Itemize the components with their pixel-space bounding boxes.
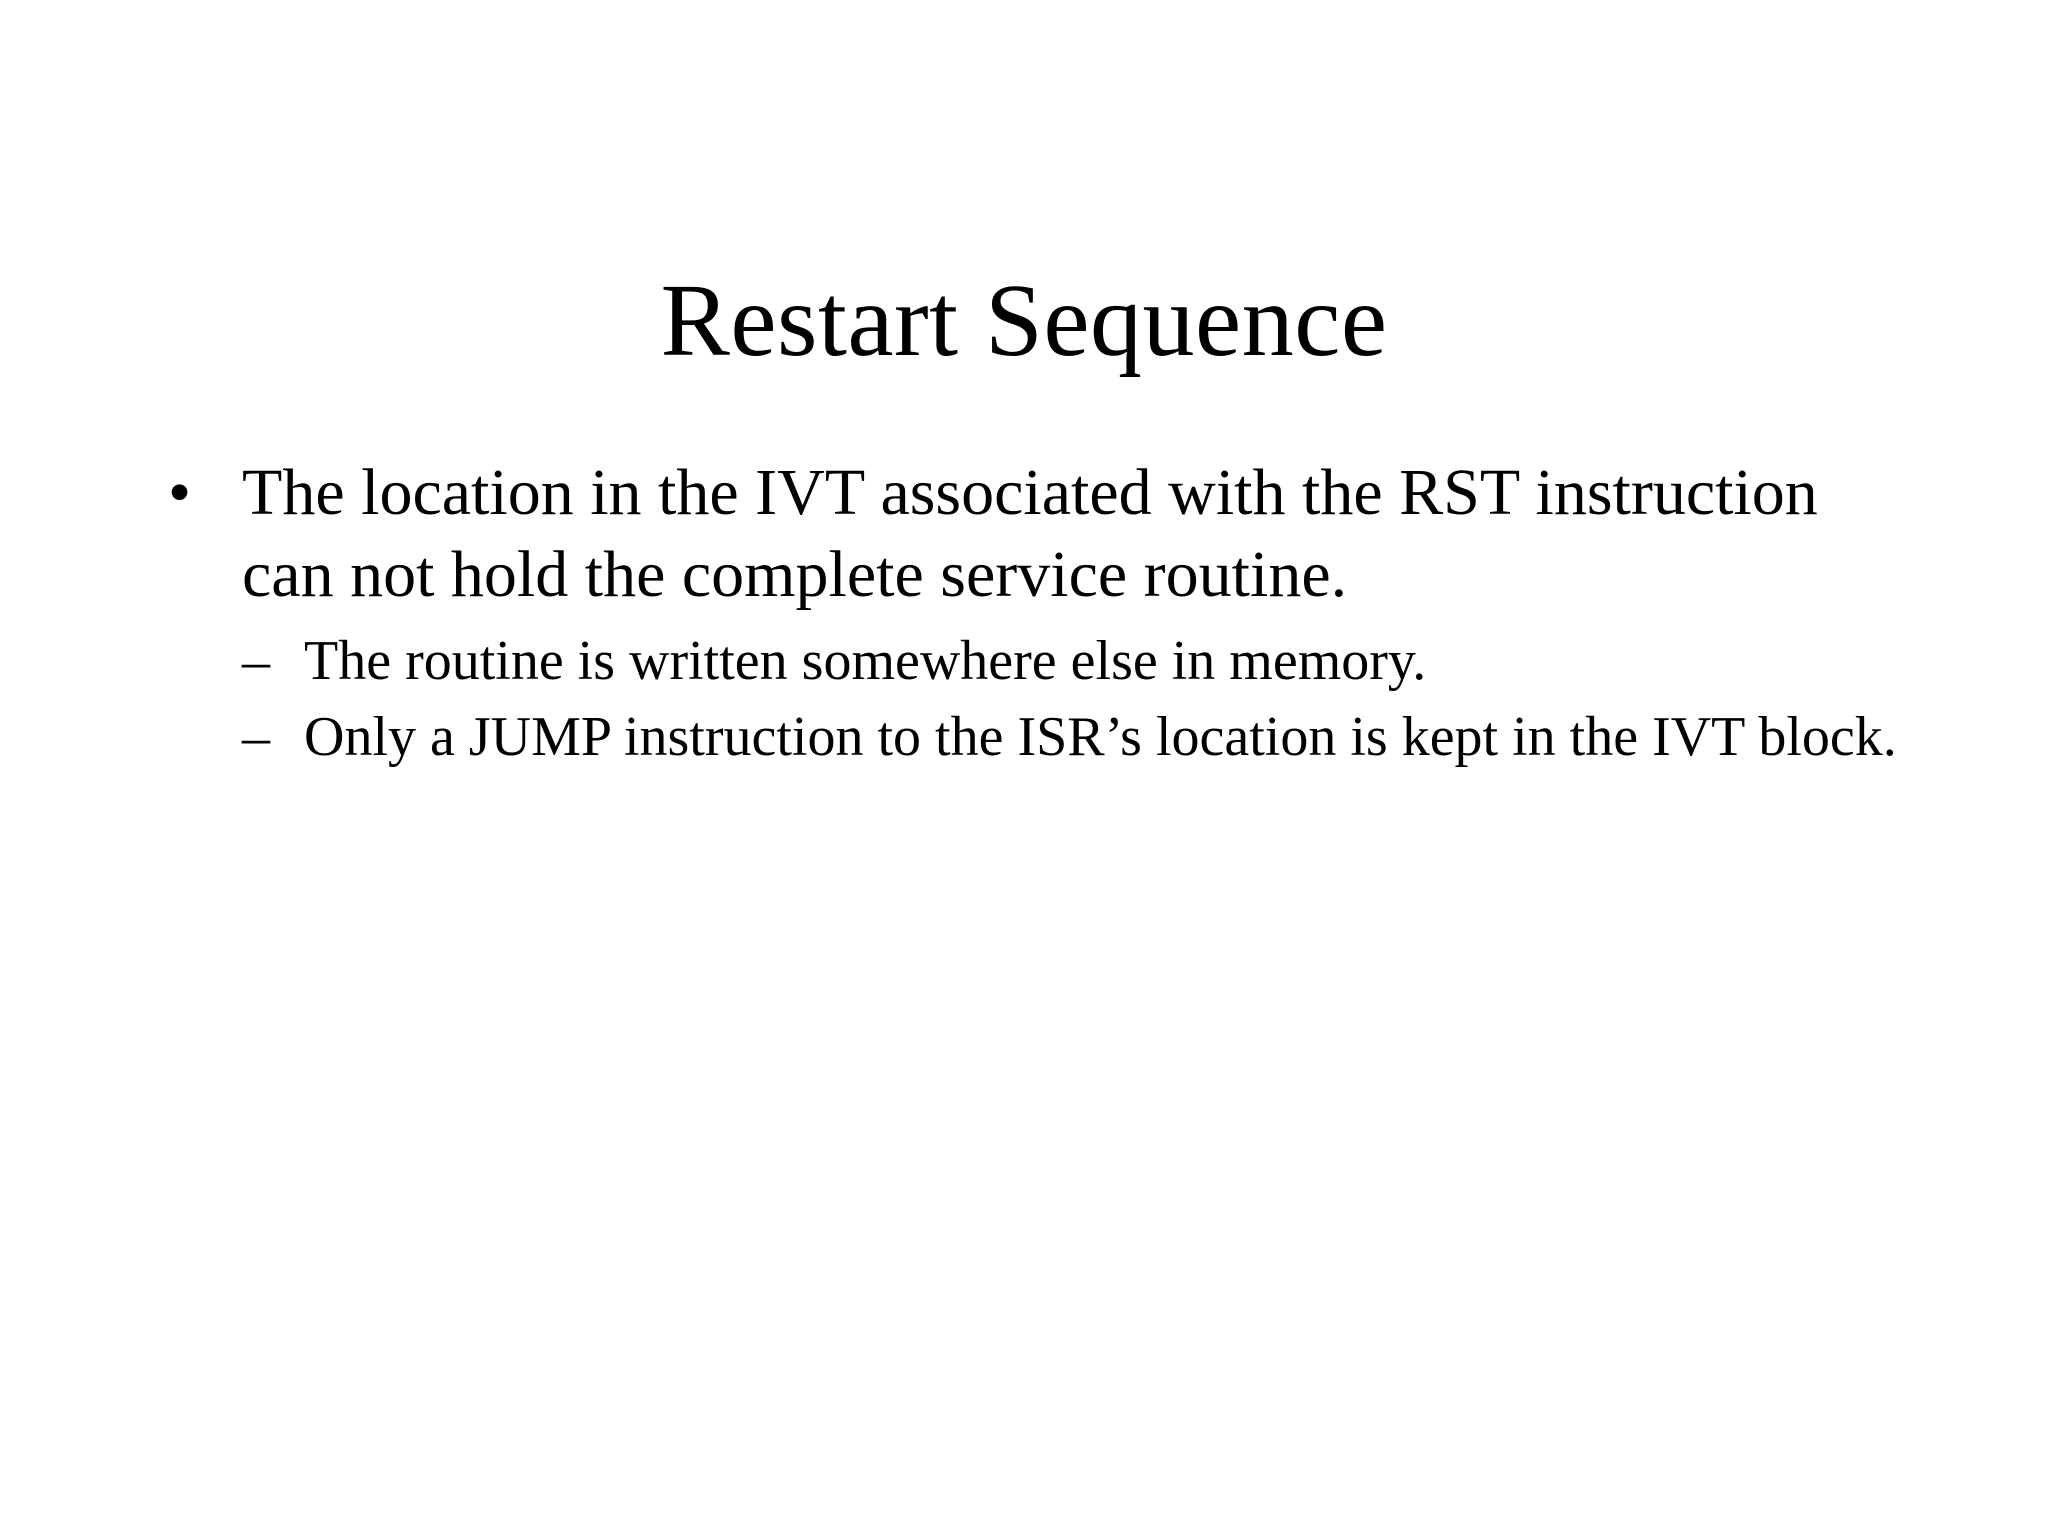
slide-body-placeholder: • The location in the IVT associated wit… xyxy=(160,452,1920,778)
list-item: • The location in the IVT associated wit… xyxy=(160,452,1920,772)
bullet-text-level-1: The location in the IVT associated with … xyxy=(242,456,1818,612)
dash-bullet-marker-icon: – xyxy=(242,630,270,693)
page-title: Restart Sequence xyxy=(660,262,1388,378)
list-item: – Only a JUMP instruction to the ISR’s l… xyxy=(242,702,1920,772)
bullet-marker-icon: • xyxy=(168,456,192,529)
list-item: – The routine is written somewhere else … xyxy=(242,626,1920,696)
bullet-text-level-2: Only a JUMP instruction to the ISR’s loc… xyxy=(304,706,1897,769)
slide-title-placeholder: Restart Sequence xyxy=(0,196,2048,446)
bullet-list-level-2: – The routine is written somewhere else … xyxy=(242,626,1920,772)
bullet-list-level-1: • The location in the IVT associated wit… xyxy=(160,452,1920,772)
dash-bullet-marker-icon: – xyxy=(242,706,270,769)
bullet-text-level-2: The routine is written somewhere else in… xyxy=(304,630,1427,693)
